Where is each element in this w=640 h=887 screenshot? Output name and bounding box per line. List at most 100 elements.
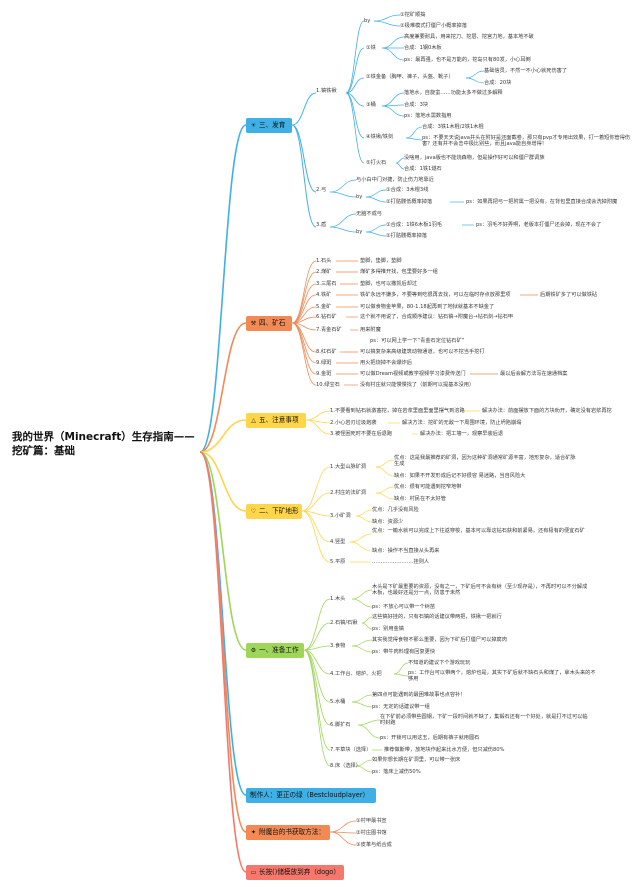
ore-name: 9.绿斑: [316, 360, 332, 366]
thanks-pill[interactable]: ▭长按()储模放到弃（dogo）: [246, 865, 344, 880]
connector: [303, 598, 331, 651]
author-pill[interactable]: 制作人：更正の绿（Bestcloudplayer）: [246, 788, 376, 803]
connector: [301, 510, 331, 517]
node-bucket2-2: ps：无定的话建议带一组: [372, 704, 430, 710]
connector: [303, 649, 331, 767]
node-bow: 2.弓: [316, 187, 327, 193]
node-wood-1: 木头是下矿最重要的资源，没有之一，下矿后可不会有树（至少现存是），不再时可以不分…: [372, 584, 588, 597]
node-stone-2: ps：别用金镐: [372, 626, 404, 632]
node-shield-by-1: ①合成：1铁6木板1羽毛: [386, 222, 443, 228]
node-brick-1: 推荐做斯带，放地块作起来比水方便，但只减伤80%: [384, 747, 505, 753]
ore-desc: 铁矿永远不嫌多，不要等到吃很再去找，可以在临时存点放那里项: [360, 292, 511, 298]
heart-icon: ♡: [250, 508, 257, 515]
connector: [373, 14, 401, 22]
connector: [329, 213, 357, 228]
connector: [329, 191, 357, 198]
connector: [357, 724, 381, 739]
connector: [329, 820, 357, 833]
node-by-2: ②极难模式打僵尸小概率掉落: [400, 23, 467, 29]
node-bed-1: 如果你想长期在矿洞里，可以带一张床: [372, 757, 461, 763]
connector: [329, 831, 357, 846]
section-5-pill[interactable]: △五、注意事项: [246, 413, 306, 428]
node-bed: 8.床（选择）: [330, 763, 361, 769]
gear-icon: ⚙: [250, 647, 257, 654]
connector: [365, 196, 387, 203]
section-4-pill[interactable]: ⚒四、矿石: [246, 316, 292, 331]
node-bow-1: 与小白中门对捷，防止伤力地靠近: [356, 177, 434, 183]
node-tools: 1.镐铁锹: [316, 88, 337, 94]
connector: [345, 77, 365, 94]
connector: [301, 510, 331, 563]
connector: [305, 419, 331, 435]
node-by: by: [364, 18, 371, 24]
node-wood: 1.木头: [330, 596, 346, 602]
connector: [291, 294, 317, 324]
connector: [303, 622, 331, 651]
node-guide-2: ps：开锁可以用这玉，后期有裤子就用圆石: [380, 735, 480, 741]
connector: [291, 92, 317, 126]
connector: [375, 459, 395, 468]
node-iron: ①铁: [366, 45, 376, 51]
connector: [375, 466, 395, 477]
connector: [381, 47, 405, 61]
connector: [395, 162, 405, 170]
node-wood-2: ps：不放心可以带一个树苗: [372, 604, 436, 610]
connector: [199, 451, 247, 512]
ore-desc: 煤矿多得推开找，包里要好多一组: [360, 269, 438, 275]
ore-desc: 可以做食物金苹果，80-1.18起再到了地狱就基本不缺金了: [360, 304, 495, 310]
ore-name: 7.青金石矿: [316, 327, 342, 333]
ore-name: 4.铁矿: [316, 292, 332, 298]
connector: [361, 622, 373, 630]
pickaxe-icon: ⚒: [250, 320, 257, 327]
node-bow-by-1: ①合成：3木棍3线: [386, 187, 429, 193]
ore-name: 2.煤矿: [316, 269, 332, 275]
ore-desc: 垫脚，也可以撒凯后却过: [360, 281, 418, 287]
section-2-pill[interactable]: ♡二、下矿地形: [246, 504, 302, 519]
node-iron-1: 高度兼要耐具，用来挖刀、挖层、挖宫力地，基本地不破: [404, 34, 534, 40]
connector: [375, 486, 395, 494]
node-guide: 6.脚扩石: [330, 722, 351, 728]
node-vertical-pro: 优点：一锄水就可以完成上下往返穿梭，基本可以靠这钻石获和前紧易。还有极有的便宜石…: [372, 528, 585, 534]
connector: [405, 126, 423, 139]
node-bucket2: 5.水桶: [330, 699, 346, 705]
ore-name: 5.金矿: [316, 304, 332, 310]
node-bucket2-1: 第四点可能遇到的最困难故事也点容补！: [372, 692, 466, 698]
node-brick: 7.平草块（选择）: [330, 747, 372, 753]
connector: [303, 649, 331, 703]
node-bucket-1: 落地水，自旋蛮……功能太多不做过多解释: [404, 90, 503, 96]
node-iron-2: 合成：1钢0木板: [404, 45, 442, 51]
connector: [199, 451, 247, 873]
node-bucket: ③桶: [366, 102, 376, 108]
node-ravine-pro: 优点：很有可能遇到挖窄地带: [394, 484, 462, 490]
note-fix: 解决方法：挖矿的无敌一下周围环境，防止坍陷崩塌: [402, 420, 522, 426]
node-bow-ps: ps：如果再把弓一把附属一把没有，在背包里直接合成会洗掉附魔: [466, 199, 618, 205]
connector: [351, 694, 373, 703]
connector: [199, 322, 247, 453]
mindmap-root-title: 我的世界（Minecraft）生存指南——挖矿篇：基础: [12, 431, 195, 457]
shop-item: ①村甲最书宣: [356, 818, 387, 824]
node-iron-3: ps：最再强，也不是万能的，挖岛只有80发，小心耳倒: [404, 57, 531, 63]
section-1-pill[interactable]: ⚙一、准备工作: [246, 643, 304, 658]
node-flint-1: 合成：3铁1木棍/2铁1木棍: [422, 124, 484, 130]
node-ravine-con: 缺点：村民在不太好管: [394, 496, 446, 502]
ore-name: 8.红石矿: [316, 349, 337, 355]
section-3-pill[interactable]: ☀三、发育: [246, 118, 292, 133]
ore-name: 1.石头: [316, 258, 332, 264]
ore-desc: 这个就不用说了，合成顺序建议：钻石镐→附魔台→钻石剑→钻石甲: [360, 314, 514, 320]
connector: [351, 639, 373, 647]
connector: [357, 719, 381, 726]
connector: [405, 137, 423, 141]
connector: [381, 105, 405, 117]
node-flint: ④铁锹/铁剑: [366, 134, 394, 140]
node-flat-desc: ……………………挂则人: [372, 559, 430, 565]
ore-name: 9.金斑: [316, 371, 332, 377]
connector: [365, 189, 387, 198]
connector: [301, 492, 331, 512]
connector: [291, 322, 317, 375]
shop-pill[interactable]: ✦附魔台的书获取方法：: [246, 825, 330, 840]
node-bow-by: by: [356, 194, 363, 200]
connector: [465, 70, 485, 79]
node-ravine: 2.村庄的法矿洞: [330, 490, 367, 496]
node-cave-con: 缺点：如果不开发形成后记不好很容 易迷路，当自风险大: [394, 473, 526, 479]
